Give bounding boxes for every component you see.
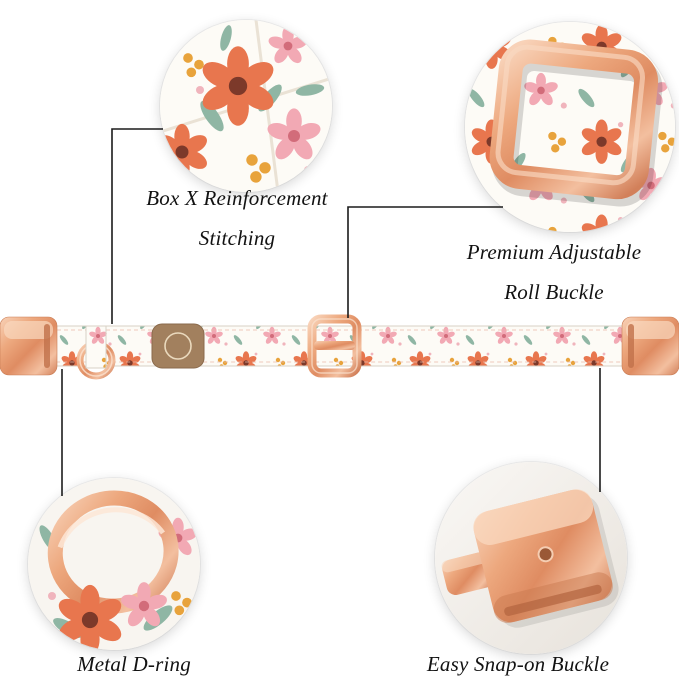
- label-stitching: Box X Reinforcement Stitching: [87, 178, 387, 258]
- label-d-ring-line1: Metal D-ring: [77, 652, 191, 676]
- collar-roll-buckle: [307, 314, 362, 378]
- collar-right-buckle: [621, 316, 679, 376]
- brand-stamp-icon: [164, 332, 192, 360]
- buckle-pin-hole: [537, 546, 554, 563]
- dog-collar-photo: [0, 314, 679, 380]
- label-d-ring: Metal D-ring: [34, 644, 234, 676]
- label-roll-buckle-line1: Premium Adjustable: [466, 240, 642, 264]
- roll-buckle-closeup: [465, 22, 675, 232]
- label-snap-buckle-line1: Easy Snap-on Buckle: [426, 652, 610, 676]
- d-ring-closeup: [28, 478, 200, 650]
- snap-buckle-closeup: [435, 462, 627, 654]
- stitching-closeup: [160, 20, 332, 192]
- label-roll-buckle-line2: Roll Buckle: [504, 280, 604, 304]
- strap-stitching: [33, 329, 643, 363]
- label-roll-buckle: Premium Adjustable Roll Buckle: [429, 232, 679, 312]
- callout-d-ring-photo: [28, 478, 200, 650]
- collar-left-buckle: [0, 316, 58, 376]
- label-stitching-line1: Box X Reinforcement: [146, 186, 328, 210]
- snap-buckle-metal: [441, 489, 619, 628]
- collar-brand-tag: [151, 323, 205, 369]
- roll-buckle-frame: [489, 39, 663, 207]
- callout-roll-buckle-photo: [465, 22, 675, 232]
- d-ring-fabric-loop: [85, 325, 107, 369]
- callout-snap-buckle-photo: [435, 462, 627, 654]
- label-snap-buckle: Easy Snap-on Buckle: [368, 644, 668, 676]
- label-stitching-line2: Stitching: [198, 226, 276, 250]
- callout-stitching-photo: [160, 20, 332, 192]
